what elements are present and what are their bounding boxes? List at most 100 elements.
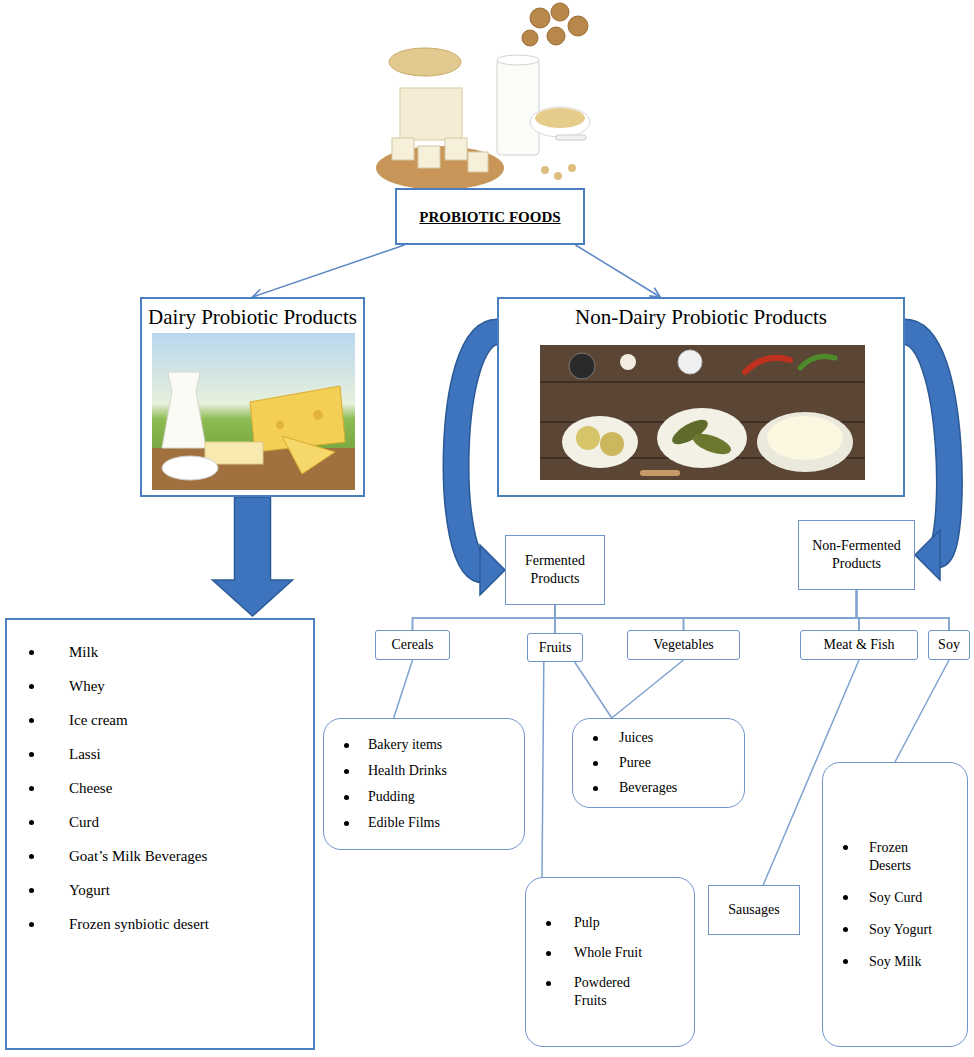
list-item-text: Edible Films	[368, 814, 440, 832]
chili	[800, 356, 835, 368]
list-item: Whey	[29, 676, 305, 696]
connector-line	[895, 660, 949, 762]
node-label: Fruits	[539, 639, 572, 657]
node-label: Vegetables	[653, 636, 714, 654]
list-item: Whole Fruit	[546, 944, 686, 962]
arrow-connector	[253, 245, 405, 298]
group-box: Fermented Products	[505, 535, 605, 605]
list-item-text: Beverages	[619, 779, 677, 797]
node-label: Fermented Products	[512, 552, 598, 588]
list-item-text: Frozen Deserts	[869, 839, 941, 875]
curved-arrow-shaft	[456, 332, 497, 570]
category-header-box: Non-Dairy Probiotic Products	[497, 297, 905, 497]
curved-arrow-head	[480, 545, 505, 595]
list-item: Bakery items	[344, 736, 516, 754]
list-item-text: Puree	[619, 754, 651, 772]
bullet-dot	[344, 795, 349, 800]
list-item-text: Soy Milk	[869, 953, 941, 971]
list-item-text: Lassi	[69, 744, 101, 764]
connector-line	[253, 245, 405, 297]
tree-connector	[612, 660, 684, 718]
list-item-text: Whole Fruit	[574, 944, 654, 962]
cheese-wedge	[282, 436, 335, 474]
soy-chunk	[522, 30, 538, 46]
bullet-dot	[843, 895, 848, 900]
list-item: Soy Yogurt	[843, 921, 959, 939]
arrow-connector	[576, 245, 661, 297]
non-dairy-photo	[540, 345, 865, 480]
category-box: Vegetables	[627, 630, 740, 660]
product-list-box: PulpWhole FruitPowdered Fruits	[525, 877, 695, 1047]
bullet-dot	[843, 959, 848, 964]
tofu-block	[400, 88, 462, 140]
bean	[568, 164, 576, 172]
food-photo	[376, 3, 590, 190]
node-label: Meat & Fish	[824, 636, 895, 654]
list-item: Milk	[29, 642, 305, 662]
node-label: PROBIOTIC FOODS	[419, 208, 560, 226]
chili	[745, 358, 790, 372]
list-item: Ice cream	[29, 710, 305, 730]
connector-line	[575, 662, 612, 718]
pickled-apple	[576, 426, 600, 450]
category-box: Meat & Fish	[800, 630, 918, 660]
milk-glass-top	[497, 55, 539, 65]
arrow-connector	[213, 497, 293, 616]
curved-arrow-head	[915, 530, 940, 580]
bullet-dot	[593, 761, 598, 766]
product-list-box: MilkWheyIce creamLassiCheeseCurdGoat’s M…	[5, 618, 315, 1050]
connector-line	[413, 590, 857, 630]
list-item: Beverages	[593, 779, 736, 797]
category-header-box: Dairy Probiotic Products	[140, 297, 365, 497]
list-item-text: Whey	[69, 676, 105, 696]
bean	[554, 172, 562, 180]
node-label: Soy	[938, 636, 960, 654]
category-box: Cereals	[375, 630, 450, 660]
connector-line	[576, 245, 661, 297]
node-label: Dairy Probiotic Products	[148, 305, 357, 330]
tree-connector	[394, 660, 413, 718]
block-arrow	[213, 497, 293, 616]
cheese-hole	[313, 410, 323, 420]
wood-background	[540, 345, 865, 480]
bullet-dot	[29, 786, 34, 791]
cheese-hole	[276, 421, 284, 429]
bullet-dot	[29, 718, 34, 723]
list-item: Pulp	[546, 914, 686, 932]
bullet-dot	[29, 888, 34, 893]
tree-connector	[575, 662, 612, 718]
tree-connector	[857, 590, 950, 630]
list-item: Juices	[593, 729, 736, 747]
node-label: Non-Dairy Probiotic Products	[575, 305, 827, 330]
soy-chunk	[551, 3, 569, 21]
list-item: Goat’s Milk Beverages	[29, 846, 305, 866]
list-item-text: Pulp	[574, 914, 654, 932]
list-item: Powdered Fruits	[546, 974, 686, 1010]
pickle-bowl	[657, 408, 747, 468]
bullet-dot	[344, 821, 349, 826]
list-item-text: Ice cream	[69, 710, 128, 730]
milk-jug	[162, 372, 206, 448]
list-item-text: Juices	[619, 729, 653, 747]
tofu-cube	[468, 152, 488, 172]
garlic	[620, 354, 636, 370]
connector-line	[684, 590, 857, 630]
list-item: Soy Curd	[843, 889, 959, 907]
dairy-photo	[152, 333, 355, 490]
bullet-dot	[29, 854, 34, 859]
curved-arrow-outline	[456, 332, 497, 570]
list-item: Pudding	[344, 788, 516, 806]
node-label: Cereals	[392, 636, 434, 654]
pepper-bowl	[569, 353, 595, 379]
node-label: Sausages	[728, 901, 779, 919]
list-item: Yogurt	[29, 880, 305, 900]
tofu-cube	[445, 138, 467, 160]
list-item-text: Curd	[69, 812, 99, 832]
bean-bowl	[530, 107, 590, 137]
list-item: Health Drinks	[344, 762, 516, 780]
list-item-text: Milk	[69, 642, 98, 662]
list-item-text: Yogurt	[69, 880, 110, 900]
beans	[535, 108, 585, 128]
tree-connector	[895, 660, 949, 762]
bullet-dot	[29, 752, 34, 757]
